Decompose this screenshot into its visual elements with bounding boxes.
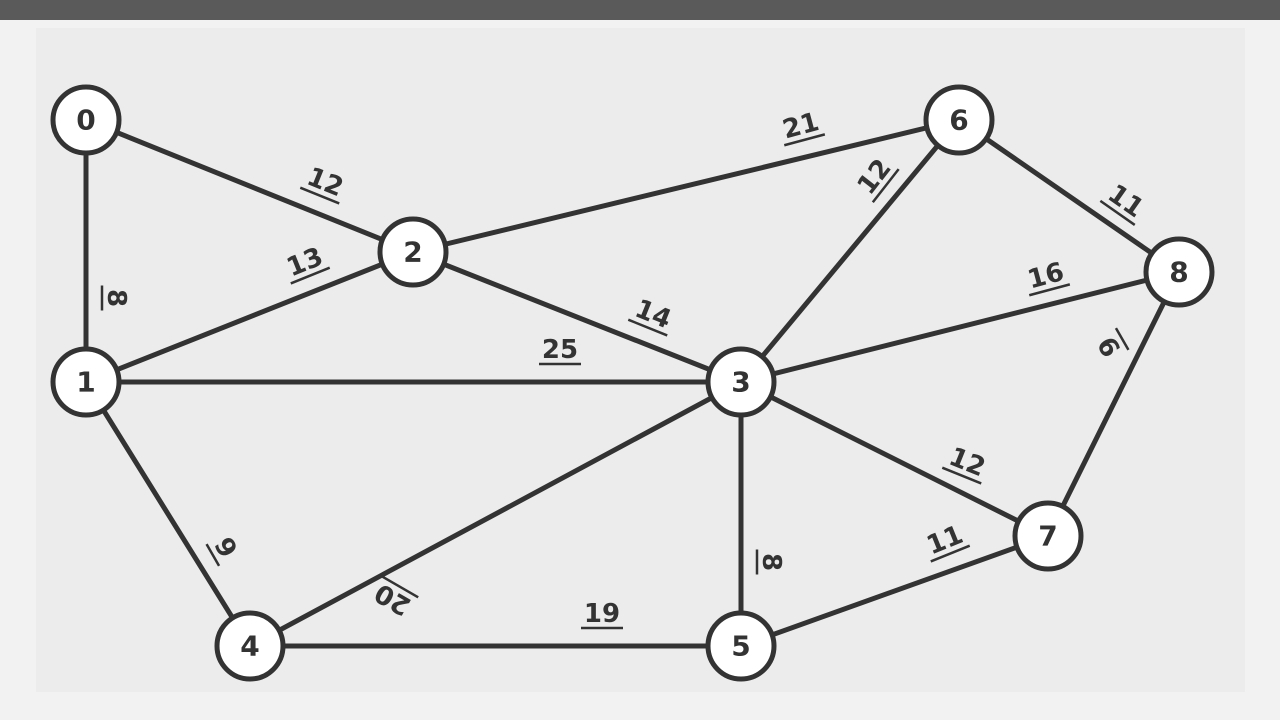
node-5[interactable]: 5 — [705, 610, 777, 682]
edge-0-2 — [83, 117, 416, 255]
edge-7-8 — [1045, 269, 1182, 539]
node-circle — [50, 346, 122, 418]
node-0[interactable]: 0 — [50, 84, 122, 156]
edge-3-8 — [738, 269, 1182, 385]
edge-weight-3-7: 12 — [941, 442, 989, 485]
edge-weight-underline — [290, 266, 331, 285]
top-bar — [0, 0, 1280, 20]
edge-weight-underline — [299, 186, 340, 205]
edge-weight-2-6: 21 — [780, 107, 826, 147]
edge-weight-7-8: 9 — [1093, 327, 1130, 362]
edge-weight-text: 8 — [756, 553, 786, 571]
edge-weight-3-4: 20 — [370, 575, 419, 621]
edge-weight-underline — [627, 318, 668, 337]
node-4[interactable]: 4 — [214, 610, 286, 682]
node-label: 2 — [403, 236, 422, 269]
edge-weight-underline — [1114, 327, 1130, 351]
node-label: 0 — [76, 104, 95, 137]
edges-layer — [83, 117, 1182, 649]
edge-weight-3-5: 8 — [755, 549, 786, 575]
edge-weight-underline — [783, 133, 826, 147]
edge-3-7 — [738, 379, 1051, 539]
edge-5-7 — [738, 533, 1051, 649]
edge-2-6 — [410, 117, 962, 255]
node-label: 4 — [240, 630, 259, 663]
edge-weight-underline — [1099, 199, 1136, 226]
node-circle — [1012, 500, 1084, 572]
edge-weight-3-8: 16 — [1025, 257, 1071, 297]
edge-weight-underline — [205, 543, 221, 567]
node-label: 8 — [1169, 256, 1188, 289]
node-6[interactable]: 6 — [923, 84, 995, 156]
node-circle — [50, 84, 122, 156]
edge-3-4 — [247, 379, 744, 649]
node-7[interactable]: 7 — [1012, 500, 1084, 572]
node-circle — [923, 84, 995, 156]
node-label: 7 — [1038, 520, 1057, 553]
weights-layer: 8 12 13 25 9 14 21 20 8 12 12 16 19 11 11 9 — [100, 107, 1149, 630]
node-label: 1 — [76, 366, 95, 399]
node-3[interactable]: 3 — [705, 346, 777, 418]
edge-weight-1-3: 25 — [539, 335, 581, 366]
edge-weight-text: 9 — [1093, 331, 1128, 362]
node-circle — [705, 610, 777, 682]
node-2[interactable]: 2 — [377, 216, 449, 288]
node-label: 3 — [731, 366, 750, 399]
edge-weight-underline — [941, 466, 982, 485]
edge-1-2 — [83, 249, 416, 385]
edge-weight-text: 25 — [542, 335, 578, 365]
node-circle — [377, 216, 449, 288]
edge-weight-4-5: 19 — [581, 599, 623, 630]
edge-weight-underline — [930, 544, 971, 563]
edge-weight-text: 19 — [584, 599, 620, 629]
edge-6-8 — [956, 117, 1182, 275]
edge-weight-text: 8 — [101, 289, 131, 307]
edge-weight-3-6: 12 — [852, 154, 900, 204]
edge-weight-underline — [871, 168, 900, 204]
edge-weight-underline — [1028, 283, 1071, 297]
edge-3-6 — [738, 117, 962, 385]
edge-weight-1-4: 9 — [205, 533, 242, 567]
node-circle — [214, 610, 286, 682]
edge-weight-1-2: 13 — [283, 242, 331, 285]
node-1[interactable]: 1 — [50, 346, 122, 418]
node-label: 5 — [731, 630, 750, 663]
edge-weight-0-2: 12 — [299, 162, 347, 205]
edge-weight-text: 9 — [207, 533, 242, 564]
edge-weight-2-3: 14 — [627, 294, 675, 337]
node-circle — [705, 346, 777, 418]
edge-weight-0-1: 8 — [100, 285, 131, 311]
edge-1-4 — [83, 379, 253, 649]
node-8[interactable]: 8 — [1143, 236, 1215, 308]
node-circle — [1143, 236, 1215, 308]
edge-weight-5-7: 11 — [923, 520, 971, 563]
node-label: 6 — [949, 104, 968, 137]
graph-canvas-panel — [36, 28, 1245, 692]
edge-weight-underline — [381, 575, 419, 599]
edge-weight-6-8: 11 — [1099, 179, 1149, 226]
edge-2-3 — [410, 249, 744, 385]
edge-weight-text: 12 — [852, 154, 898, 201]
